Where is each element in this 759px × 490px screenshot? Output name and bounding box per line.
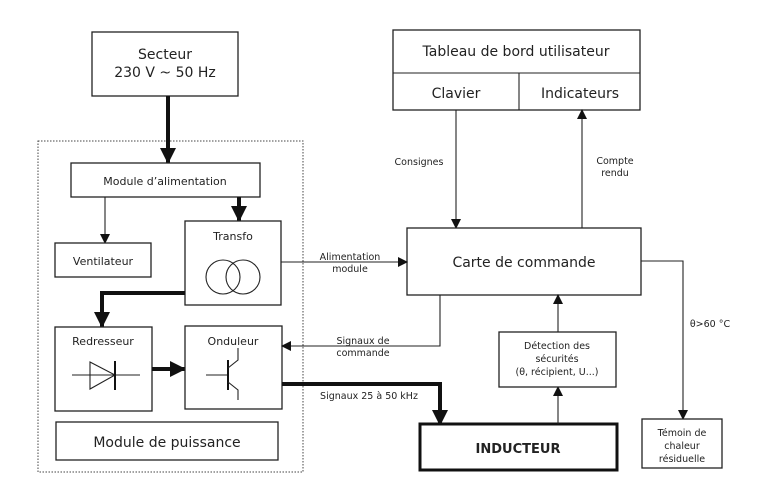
ventilateur-block: Ventilateur <box>54 242 152 278</box>
module-alimentation-block: Module d’alimentation <box>70 162 261 198</box>
blocks-temoin-1-text: chaleur <box>664 441 700 452</box>
transfo-block: Transfo <box>184 220 282 306</box>
power-module-group <box>37 140 304 473</box>
redresseur-block: Redresseur <box>54 326 153 412</box>
blocks-redresseur-text: Redresseur <box>72 335 134 348</box>
blocks-transfo-text: Transfo <box>212 230 253 243</box>
indicateurs-cell: Indicateurs <box>541 86 619 102</box>
secteur-block: Secteur 230 V ~ 50 Hz <box>91 31 239 97</box>
blocks-temoin-0-text: Témoin de <box>657 428 707 439</box>
clavier-cell: Clavier <box>432 86 481 102</box>
module-puissance-block: Module de puissance <box>55 421 279 461</box>
labels-alimentation-module-1-text: module <box>332 264 368 275</box>
blocks-secteur-1-text: 230 V ~ 50 Hz <box>114 65 216 81</box>
labels-alimentation-module-0-text: Alimentation <box>320 252 381 263</box>
diode-symbol-icon <box>72 361 140 390</box>
label-temperature: θ>60 °C <box>690 319 731 330</box>
label-compte-rendu-2: rendu <box>601 168 629 179</box>
blocks-secteur-0-text: Secteur <box>138 47 192 63</box>
blocks-temoin-2-text: résiduelle <box>659 454 705 465</box>
blocks-carte-commande-text: Carte de commande <box>452 255 595 271</box>
temoin-chaleur-block: Témoin de chaleur résiduelle <box>641 418 723 469</box>
blocks-onduleur-text: Onduleur <box>208 335 259 348</box>
blocks-detection-2-text: (θ, récipient, U...) <box>516 367 599 378</box>
carte-de-commande-block: Carte de commande <box>406 227 642 296</box>
label-compte-rendu-1: Compte <box>596 156 633 167</box>
labels-signaux-commande-0-text: Signaux de <box>336 336 389 347</box>
detection-securites-block: Détection des sécurités (θ, récipient, U… <box>498 331 617 388</box>
transistor-symbol-icon <box>206 348 239 400</box>
arrow-carte-to-temoin <box>641 260 688 420</box>
arrow-signaux-commande <box>281 295 441 351</box>
label-consignes: Consignes <box>395 157 444 168</box>
blocks-module-alimentation-text: Module d’alimentation <box>103 175 226 188</box>
arrow-onduleur-to-inducteur <box>282 382 448 426</box>
blocks-module-puissance-text: Module de puissance <box>93 435 240 451</box>
transformer-symbol-icon <box>205 259 261 295</box>
blocks-detection-0-text: Détection des <box>524 341 590 352</box>
blocks-inducteur-text: INDUCTEUR <box>476 442 561 457</box>
inducteur-block: INDUCTEUR <box>418 422 619 472</box>
labels-signaux-commande-1-text: commande <box>336 348 389 359</box>
blocks-detection-1-text: sécurités <box>535 354 578 365</box>
blocks-tableau-de-bord-text: Tableau de bord utilisateur <box>422 44 610 60</box>
onduleur-block: Onduleur <box>184 325 283 410</box>
labels-signaux-freq-text: Signaux 25 à 50 kHz <box>320 391 418 402</box>
tableau-de-bord-block: Tableau de bord utilisateur Clavier Indi… <box>392 29 641 111</box>
arrow-transfo-to-redresseur <box>94 291 185 328</box>
blocks-ventilateur-text: Ventilateur <box>73 255 134 268</box>
